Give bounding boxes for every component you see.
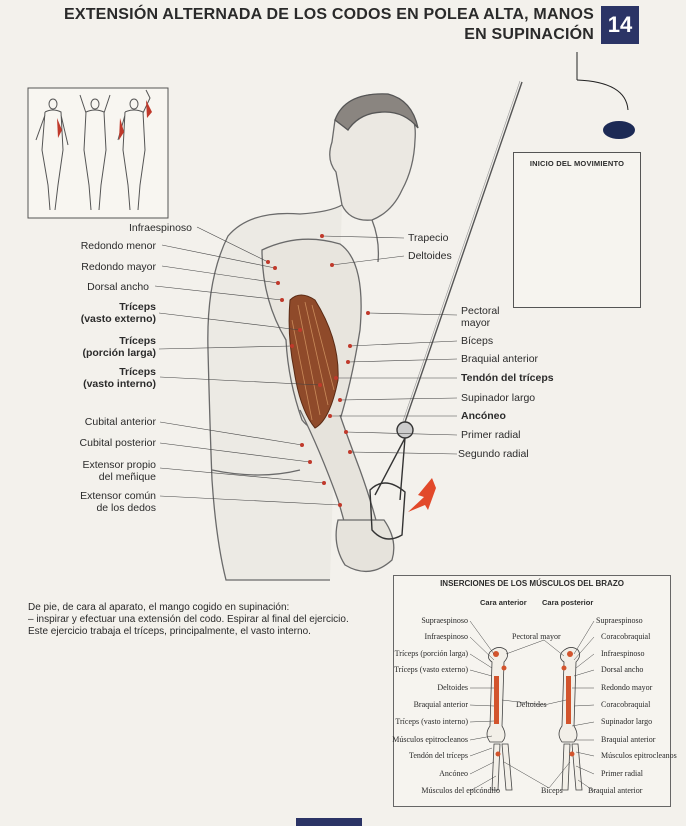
label-extensor-propio-menique: Extensor propio del meñique (82, 459, 156, 483)
ins-right-label: Supinador largo (601, 717, 653, 726)
ins-right-label: Músculos epitrocleanos (601, 751, 677, 760)
ins-left-label: Tríceps (vasto externo) (394, 665, 468, 674)
ins-center-label: Pectoral mayor (512, 632, 561, 641)
front-face-label: Cara anterior (480, 598, 527, 607)
label-segundo-radial: Segundo radial (458, 448, 529, 460)
muscle-map-thumbnails (27, 87, 169, 219)
ins-left-label: Tríceps (porción larga) (394, 649, 468, 658)
description-line: – inspirar y efectuar una extensión del … (28, 614, 349, 625)
label-tendon-triceps: Tendón del tríceps (461, 372, 554, 384)
label-line: del meñique (98, 471, 156, 483)
label-triceps-vasto-externo: Tríceps (vasto externo) (81, 301, 156, 325)
ins-right-label: Primer radial (601, 769, 643, 778)
label-triceps-porcion-larga: Tríceps (porción larga) (82, 335, 156, 359)
label-triceps-vasto-interno: Tríceps (vasto interno) (83, 366, 156, 390)
ins-left-label: Deltoides (437, 683, 468, 692)
ins-left-label: Tendón del tríceps (409, 751, 468, 760)
arm-bones-diagram (469, 620, 595, 792)
ins-left-label: Supraespinoso (421, 616, 468, 625)
description-line: De pie, de cara al aparato, el mango cog… (28, 602, 290, 613)
title-line-2: EN SUPINACIÓN (464, 26, 594, 43)
ins-left-label: Infraespinoso (424, 632, 468, 641)
ins-right-label: Coracobraquial (601, 632, 651, 641)
label-primer-radial: Primer radial (461, 429, 521, 441)
label-line: Tríceps (119, 366, 156, 378)
insertions-title: INSERCIONES DE LOS MÚSCULOS DEL BRAZO (440, 579, 624, 588)
ins-right-label: Braquial anterior (588, 786, 643, 795)
ins-right-label: Redondo mayor (601, 683, 653, 692)
back-face-label: Cara posterior (542, 598, 594, 607)
insertions-panel: INSERCIONES DE LOS MÚSCULOS DEL BRAZO Ca… (392, 575, 677, 807)
label-line: Pectoral (461, 305, 500, 317)
label-line: mayor (461, 317, 491, 329)
label-anconeo: Ancóneo (461, 410, 506, 422)
ins-left-label: Músculos del epicóndilo (421, 786, 500, 795)
title-line-1: EXTENSIÓN ALTERNADA DE LOS CODOS EN POLE… (63, 6, 594, 23)
ins-left-label: Ancóneo (439, 769, 468, 778)
ins-right-label: Braquial anterior (601, 735, 656, 744)
ins-right-label: Supraespinoso (596, 616, 643, 625)
description-line: Este ejercicio trabaja el tríceps, princ… (28, 626, 311, 637)
navigation-oval-icon (603, 121, 635, 139)
ins-right-label: Coracobraquial (601, 700, 651, 709)
label-extensor-comun-dedos: Extensor común de los dedos (80, 490, 156, 514)
label-deltoides: Deltoides (408, 250, 452, 262)
movement-arrow-icon (408, 478, 436, 512)
label-line: Tríceps (119, 335, 156, 347)
ins-left-label: Tríceps (vasto interno) (395, 717, 468, 726)
start-position-panel: INICIO DEL MOVIMIENTO (513, 152, 641, 308)
ins-right-label: Infraespinoso (601, 649, 645, 658)
label-line: (vasto interno) (83, 378, 156, 390)
label-redondo-mayor: Redondo mayor (81, 261, 156, 273)
label-line: (porción larga) (82, 347, 156, 359)
ins-center-label: Bíceps (541, 786, 563, 795)
label-infraespinoso: Infraespinoso (128, 222, 192, 234)
ins-left-label: Braquial anterior (413, 700, 468, 709)
label-trapecio: Trapecio (408, 232, 449, 244)
label-dorsal-ancho: Dorsal ancho (87, 281, 149, 293)
label-biceps: Bíceps (461, 335, 494, 347)
label-cubital-anterior: Cubital anterior (84, 416, 156, 428)
ins-center-label: Deltoides (516, 700, 547, 709)
ins-right-label: Dorsal ancho (601, 665, 644, 674)
label-line: (vasto externo) (80, 313, 156, 325)
page-number-badge: 14 (601, 6, 639, 44)
page-tab-marker (296, 818, 362, 826)
label-supinador-largo: Supinador largo (461, 392, 536, 404)
label-cubital-posterior: Cubital posterior (79, 437, 156, 449)
ins-left-label: Músculos epitrocleanos (392, 735, 468, 744)
label-redondo-menor: Redondo menor (80, 240, 156, 252)
start-panel-title: INICIO DEL MOVIMIENTO (529, 159, 625, 168)
label-pectoral-mayor: Pectoral mayor (461, 305, 500, 329)
label-line: Extensor propio (82, 459, 156, 471)
label-braquial-anterior: Braquial anterior (461, 353, 539, 365)
exercise-description: De pie, de cara al aparato, el mango cog… (28, 602, 380, 638)
label-line: Tríceps (119, 301, 156, 313)
page-title: EXTENSIÓN ALTERNADA DE LOS CODOS EN POLE… (64, 5, 594, 45)
label-line: de los dedos (96, 502, 156, 514)
label-line: Extensor común (80, 490, 156, 502)
